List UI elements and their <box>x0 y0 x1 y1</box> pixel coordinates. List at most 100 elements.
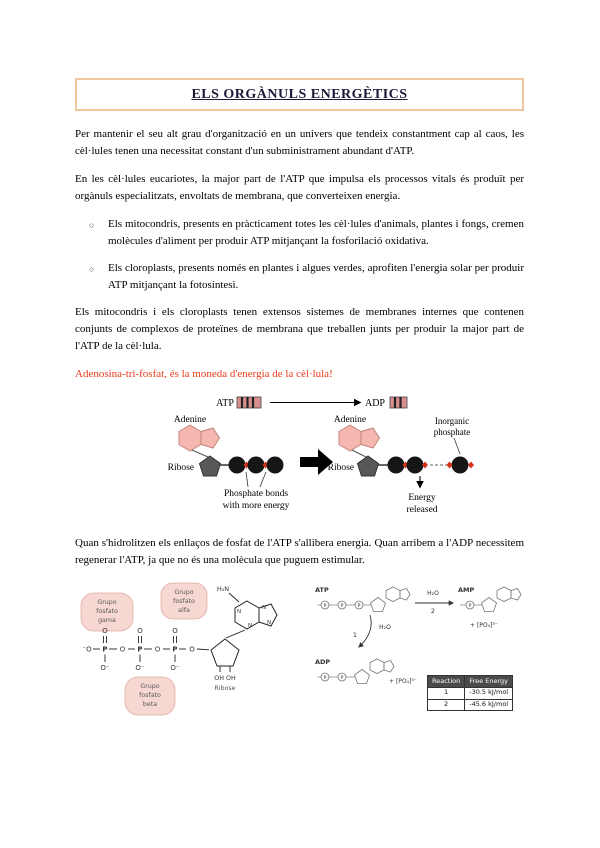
free-energy-table: Reaction Free Energy 1 -30.5 kJ/mol 2 -4… <box>426 675 514 712</box>
svg-text:Grupo: Grupo <box>174 589 193 596</box>
document-content: ELS ORGÀNULS ENERGÈTICS Per mantenir el … <box>75 78 524 729</box>
amp-structure: AMP P <box>458 586 522 612</box>
svg-text:P: P <box>102 646 107 654</box>
adp-structure: ADP P P <box>315 658 395 684</box>
ribose-label-right: Ribose <box>327 463 353 473</box>
svg-text:O: O <box>137 627 143 635</box>
svg-text:P: P <box>172 646 177 654</box>
svg-text:O: O <box>155 646 161 654</box>
svg-text:phosphate: phosphate <box>433 427 470 437</box>
figure-atp-adp-diagram: ATP ADP Adenine <box>120 392 480 525</box>
phosphate-bonds-caption: Phosphate bonds with more energy <box>222 471 289 511</box>
svg-text:Energy: Energy <box>408 493 436 503</box>
ribose-ring: OH OH Ribose <box>210 638 240 692</box>
bullet-item-chloroplasts: ○ Els cloroplasts, presents només en pla… <box>89 260 524 294</box>
paragraph-intro: Per mantenir el seu alt grau d'organitza… <box>75 128 524 157</box>
svg-text:with more energy: with more energy <box>222 501 289 511</box>
inorganic-phosphate-label: Inorganic phosphate <box>433 416 470 455</box>
svg-text:O: O <box>189 646 195 654</box>
h2o-label-1: H₂O <box>379 624 391 631</box>
paragraph-membranes: Els mitocondris i els cloroplasts tenen … <box>75 306 524 352</box>
svg-text:P: P <box>324 603 327 609</box>
bullet-circle-icon: ○ <box>89 220 95 230</box>
phosphate-chain-right <box>377 456 428 474</box>
svg-text:gama: gama <box>98 617 116 624</box>
adp-label: ADP <box>364 398 384 409</box>
table-row: 2 -45.6 kJ/mol <box>426 698 514 712</box>
energy-released-caption: Energy released <box>406 476 437 515</box>
table-cell-reaction: 1 <box>426 686 466 700</box>
conversion-arrow-icon <box>299 449 333 475</box>
adenine-label-left: Adenine <box>173 415 205 425</box>
adenine-shape-left <box>178 424 220 452</box>
bullet-text-chloroplasts: Els cloroplasts, presents només en plant… <box>108 262 524 291</box>
svg-text:P: P <box>358 603 361 609</box>
adp-molecule-icon <box>389 396 407 409</box>
atp-structure-svg: Grupo fosfato gama Grupo fosfato alfa Gr… <box>80 582 522 716</box>
bullet-circle-icon: ○ <box>89 264 95 274</box>
svg-text:fosfato: fosfato <box>173 598 195 605</box>
svg-text:P: P <box>341 603 344 609</box>
svg-text:released: released <box>406 505 437 515</box>
grupo-alfa-label: Grupo fosfato alfa <box>160 582 208 620</box>
adenine-shape-right <box>338 424 380 452</box>
grupo-beta-label: Grupo fosfato beta <box>124 676 176 716</box>
svg-text:fosfato: fosfato <box>139 692 161 699</box>
svg-text:O⁻: O⁻ <box>135 664 145 672</box>
svg-text:Inorganic: Inorganic <box>434 416 468 426</box>
svg-text:ADP: ADP <box>315 658 330 666</box>
table-row: 1 -30.5 kJ/mol <box>426 686 514 700</box>
paragraph-eukaryotes: En les cèl·lules eucariotes, la major pa… <box>75 173 524 202</box>
grupo-gama-label: Grupo fosfato gama <box>80 592 134 632</box>
svg-text:O⁻: O⁻ <box>100 664 110 672</box>
svg-text:O: O <box>120 646 126 654</box>
step-2-label: 2 <box>431 607 435 615</box>
svg-text:O: O <box>102 627 108 635</box>
h2o-label-2: H₂O <box>427 590 439 597</box>
table-cell-energy: -30.5 kJ/mol <box>464 686 514 700</box>
svg-text:N: N <box>262 605 266 611</box>
atp-label: ATP <box>216 398 234 409</box>
bullet-list: ○ Els mitocondris, presents en pràcticam… <box>75 216 524 294</box>
adenine-ribose-bond-left <box>191 449 208 458</box>
atp-structure: ATP P P P <box>315 586 411 612</box>
h2n-label: H₂N <box>217 585 229 593</box>
po4-label-adp: + [PO₄]³⁻ <box>389 678 417 685</box>
atp-adp-svg: ATP ADP Adenine <box>167 396 474 515</box>
step-1-label: 1 <box>353 631 357 639</box>
svg-text:ATP: ATP <box>315 586 329 594</box>
svg-text:O: O <box>172 627 178 635</box>
page-title: ELS ORGÀNULS ENERGÈTICS <box>191 87 408 102</box>
svg-text:P: P <box>469 603 472 609</box>
ribose-label-left: Ribose <box>167 463 193 473</box>
inorganic-phosphate-shape <box>446 456 474 474</box>
adenine-ring: N N N N H₂N <box>217 585 278 639</box>
atp-molecule-icon <box>236 396 261 409</box>
table-header-reaction: Reaction <box>426 675 466 688</box>
svg-text:N: N <box>237 609 241 615</box>
paragraph-hydrolysis: Quan s'hidrolitzen els enllaços de fosfa… <box>75 537 524 566</box>
table-cell-reaction: 2 <box>426 698 466 712</box>
po4-label-amp: + [PO₄]³⁻ <box>470 622 498 629</box>
bullet-item-mitochondria: ○ Els mitocondris, presents en pràcticam… <box>89 216 524 250</box>
svg-text:P: P <box>341 675 344 681</box>
svg-text:Grupo: Grupo <box>97 599 116 606</box>
svg-text:Phosphate bonds: Phosphate bonds <box>223 489 287 499</box>
highlight-sentence: Adenosina-tri-fosfat, és la moneda d'ene… <box>75 368 333 380</box>
svg-text:fosfato: fosfato <box>96 608 118 615</box>
hydrolysis-arrow-1 <box>358 614 372 648</box>
svg-text:N: N <box>248 623 252 629</box>
table-cell-energy: -45.6 kJ/mol <box>464 698 514 712</box>
svg-text:O⁻: O⁻ <box>170 664 180 672</box>
ribose-shape-left <box>198 455 221 477</box>
svg-text:Grupo: Grupo <box>140 683 159 690</box>
phosphate-chain-skeleton: ⁻O P O O⁻ O P O O⁻ O <box>82 627 210 672</box>
ribose-label: Ribose <box>214 685 235 692</box>
adenine-label-right: Adenine <box>333 415 365 425</box>
table-header-energy: Free Energy <box>464 675 514 688</box>
svg-text:P: P <box>137 646 142 654</box>
ribose-shape-right <box>356 455 379 477</box>
svg-text:⁻O: ⁻O <box>82 646 92 654</box>
oh-label: OH OH <box>214 675 236 682</box>
